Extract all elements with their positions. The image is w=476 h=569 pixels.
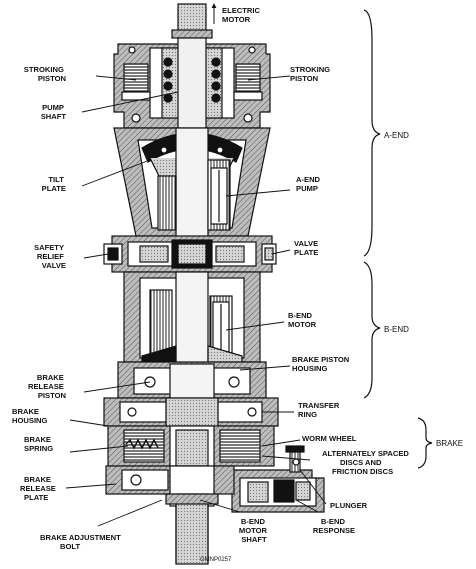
label-brake-adjustment-bolt: BRAKE ADJUSTMENT BOLT: [40, 533, 123, 551]
label-brake-piston-housing: BRAKE PISTON HOUSING: [292, 355, 351, 373]
unit-drawing: [103, 3, 325, 565]
stroking-piston-right-part: [235, 63, 261, 93]
label-a-end-pump: A-END PUMP: [296, 175, 322, 193]
label-b-end-motor-shaft: B-END MOTOR SHAFT: [239, 517, 269, 544]
a-end-cylinder: [157, 175, 177, 231]
labels: ELECTRIC MOTOR STROKING PISTON STROKING …: [12, 6, 463, 563]
brake-bracket: [417, 417, 433, 469]
label-discs: ALTERNATELY SPACED DISCS AND FRICTION DI…: [322, 449, 411, 476]
label-brake-spring: BRAKE SPRING: [24, 435, 53, 453]
section-label-a-end: A-END: [384, 131, 409, 140]
label-valve-plate: VALVE PLATE: [294, 239, 320, 257]
label-brake-release-piston: BRAKE RELEASE PISTON: [28, 373, 66, 400]
label-plunger: PLUNGER: [330, 501, 368, 510]
leader-lines: [65, 75, 327, 527]
label-worm-wheel: WORM WHEEL: [302, 434, 357, 443]
label-tilt-plate: TILT PLATE: [42, 175, 66, 193]
label-brake-housing: BRAKE HOUSING: [12, 407, 48, 425]
head-bearings: [163, 57, 221, 103]
label-b-end-motor: B-END MOTOR: [288, 311, 317, 329]
label-transfer-ring: TRANSFER RING: [298, 401, 341, 419]
a-end-bracket: [363, 9, 381, 257]
label-electric-motor: ELECTRIC MOTOR: [222, 6, 262, 24]
label-safety-relief-valve: SAFETY RELIEF VALVE: [34, 243, 66, 270]
brake-spring-part: [125, 438, 159, 450]
stroking-piston-left-part: [123, 63, 149, 93]
b-end-bracket: [363, 261, 381, 399]
section-label-brake: BRAKE: [436, 439, 463, 448]
label-stroking-piston-left: STROKING PISTON: [24, 65, 66, 83]
label-b-end-response: B-END RESPONSE: [313, 517, 355, 535]
section-brackets: [363, 9, 433, 469]
section-label-b-end: B-END: [384, 325, 409, 334]
label-brake-release-plate: BRAKE RELEASE PLATE: [20, 475, 58, 502]
label-stroking-piston-right: STROKING PISTON: [290, 65, 332, 83]
b-end-motor-shaft-part: [175, 493, 209, 565]
label-pump-shaft: PUMP SHAFT: [41, 103, 67, 121]
figure-code: GMNP0257: [200, 557, 232, 563]
